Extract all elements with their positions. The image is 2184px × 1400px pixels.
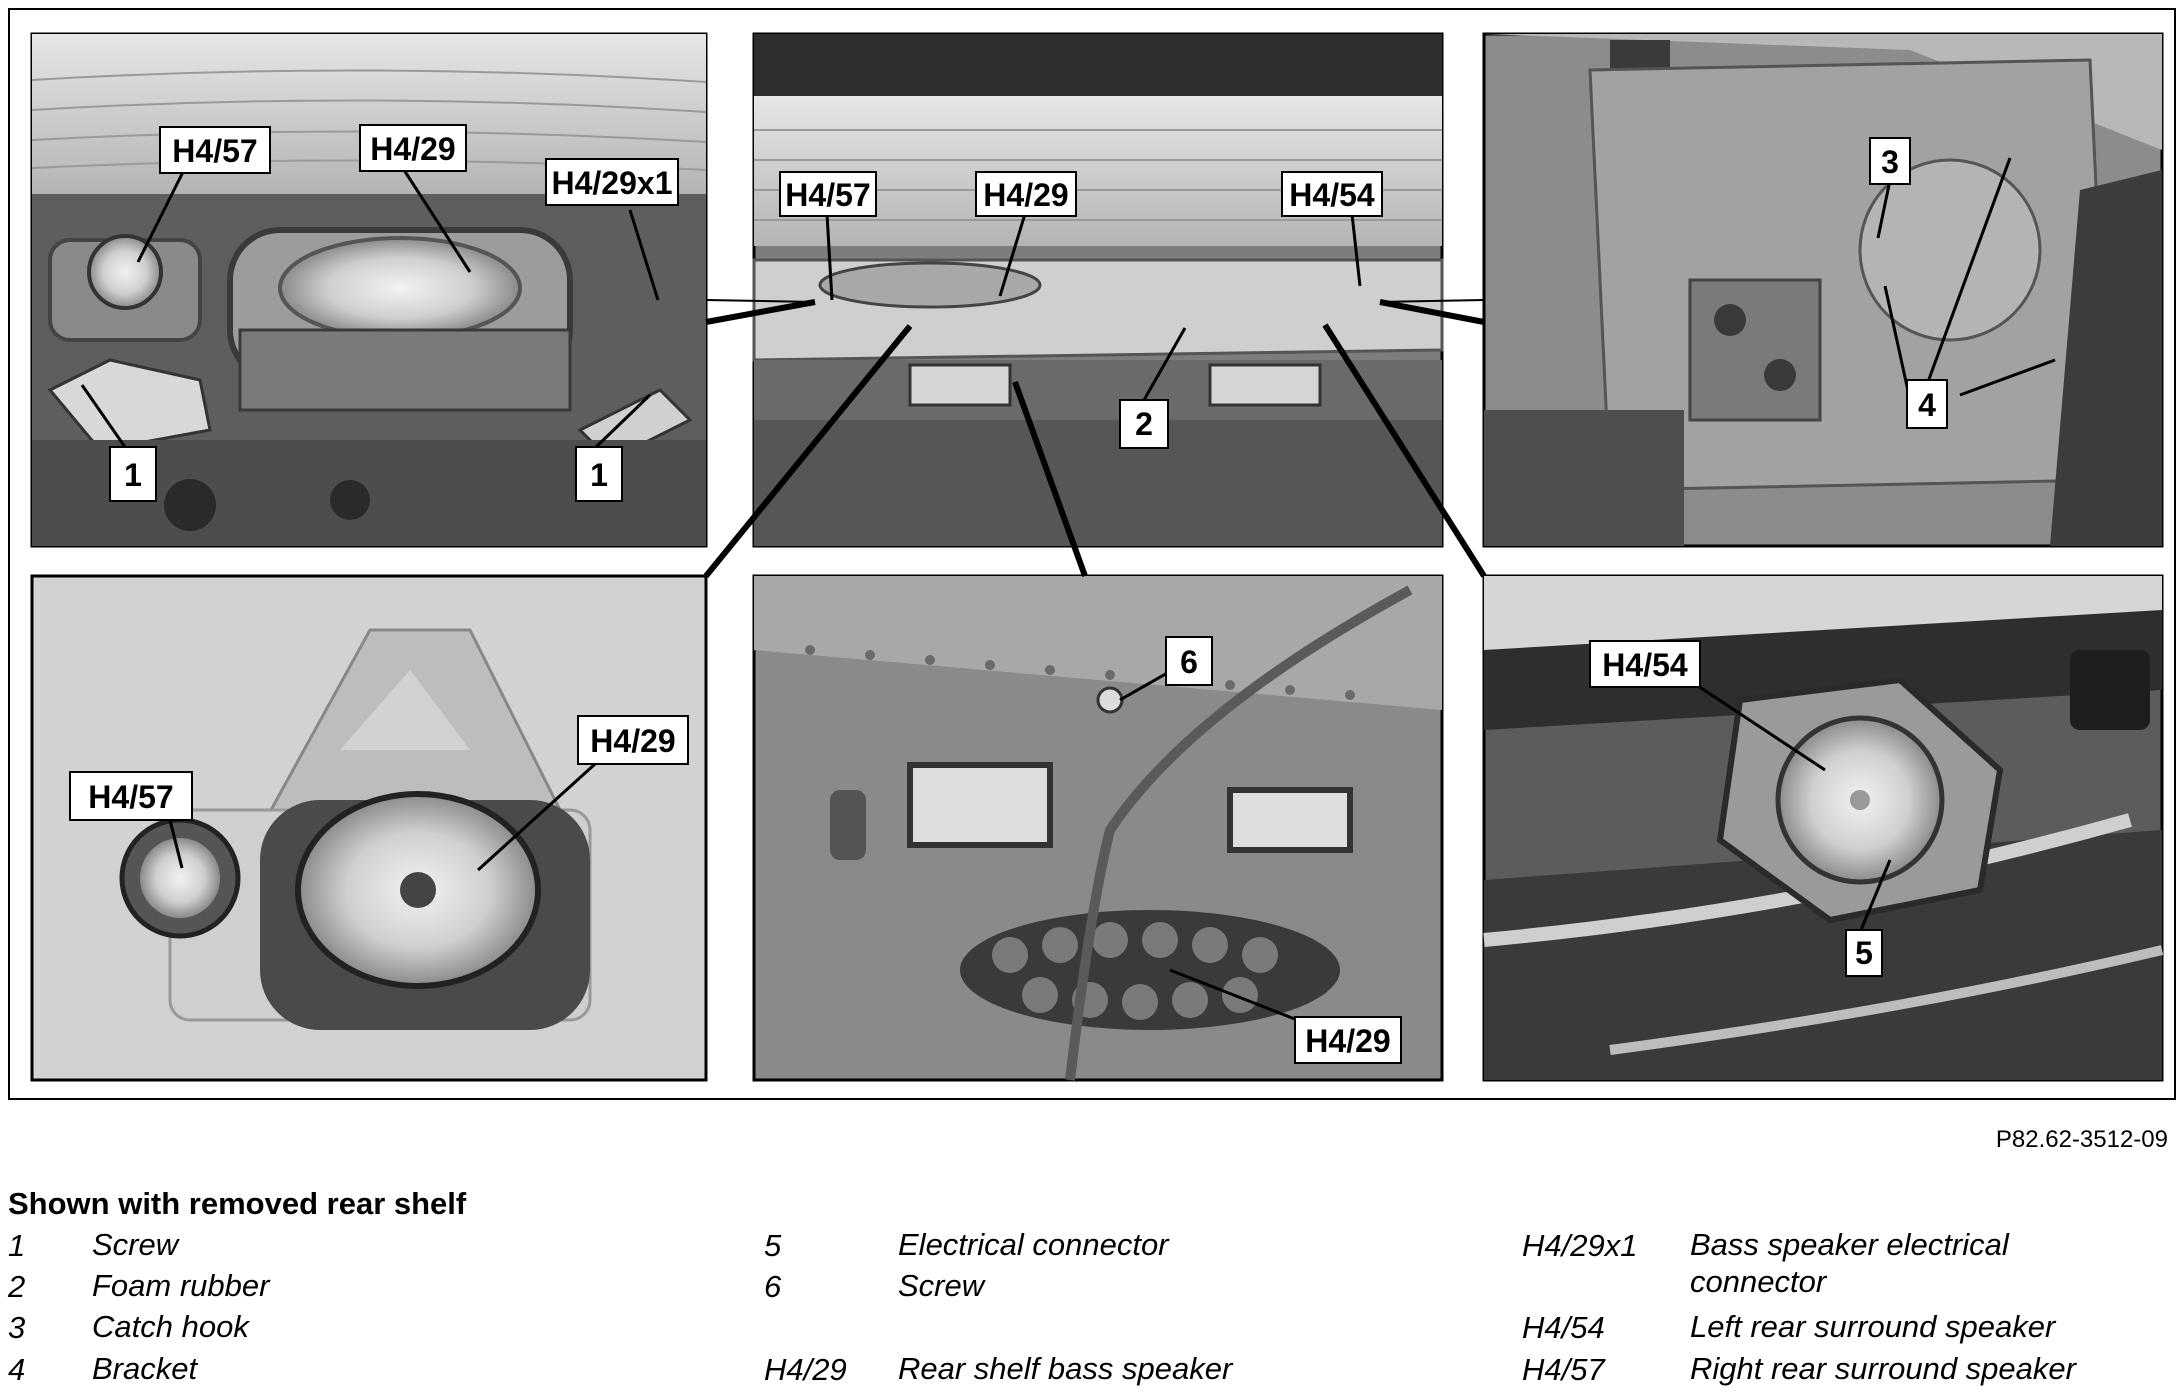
- legend-key: 2: [8, 1269, 26, 1304]
- callout-h4-57-bottom-left: H4/57: [88, 779, 173, 815]
- callout-boxes: [69, 124, 1948, 1064]
- figure-frame: H4/57 H4/29 H4/29x1 H4/57 H4/29 H4/54 1 …: [8, 8, 2176, 1100]
- callout-h4-54-top-middle: H4/54: [1289, 177, 1375, 213]
- connector-lines: [703, 299, 1487, 578]
- legend-key: 3: [8, 1310, 26, 1345]
- photo-panel-top-right: [1482, 32, 2164, 548]
- callout-1-left: 1: [124, 457, 142, 493]
- legend-key: 6: [764, 1269, 782, 1304]
- callout-1-right: 1: [590, 457, 608, 493]
- leader-lines: [80, 157, 2056, 1027]
- legend-desc: Catch hook: [92, 1309, 249, 1344]
- figure-svg: H4/57 H4/29 H4/29x1 H4/57 H4/29 H4/54 1 …: [30, 32, 2164, 1082]
- callout-h4-29-bottom-middle: H4/29: [1305, 1023, 1390, 1059]
- photo-panel-bottom-middle: [752, 574, 1444, 1082]
- legend-desc: Right rear surround speaker: [1690, 1351, 2076, 1386]
- legend-key: 4: [8, 1352, 26, 1387]
- legend-desc: Bass speaker electrical connector: [1690, 1227, 2009, 1299]
- callout-3: 3: [1881, 144, 1899, 180]
- callout-h4-29x1: H4/29x1: [552, 165, 673, 201]
- legend-key: H4/54: [1522, 1310, 1605, 1345]
- callout-labels: H4/57 H4/29 H4/29x1 H4/57 H4/29 H4/54 1 …: [88, 131, 1936, 1059]
- legend-key: H4/57: [1522, 1352, 1605, 1387]
- callout-5: 5: [1855, 935, 1873, 971]
- legend-key: H4/29: [764, 1352, 847, 1387]
- photo-panel-bottom-right: [1482, 574, 2164, 1082]
- legend-key: 1: [8, 1228, 26, 1263]
- callout-4: 4: [1918, 387, 1936, 423]
- callout-h4-57-top-left: H4/57: [172, 133, 257, 169]
- photo-panel-bottom-left: [30, 574, 708, 1082]
- legend-desc: Foam rubber: [92, 1268, 270, 1303]
- callout-h4-57-top-middle: H4/57: [785, 177, 870, 213]
- photo-panel-top-middle: [752, 32, 1444, 548]
- legend-title: Shown with removed rear shelf: [8, 1186, 467, 1221]
- legend-desc: Electrical connector: [898, 1227, 1169, 1262]
- callout-6: 6: [1180, 644, 1198, 680]
- legend-desc: Rear shelf bass speaker: [898, 1351, 1233, 1386]
- legend-key: 5: [764, 1228, 782, 1263]
- legend-key: H4/29x1: [1522, 1228, 1638, 1263]
- legend-desc: Left rear surround speaker: [1690, 1309, 2056, 1344]
- callout-h4-54-bottom-right: H4/54: [1602, 647, 1688, 683]
- callout-h4-29-top-left: H4/29: [370, 131, 455, 167]
- legend-desc: Screw: [898, 1268, 985, 1303]
- legend-desc: Bracket: [92, 1351, 198, 1386]
- callout-2: 2: [1135, 406, 1153, 442]
- legend-desc: Screw: [92, 1227, 179, 1262]
- callout-h4-29-bottom-left: H4/29: [590, 723, 675, 759]
- figure-code: P82.62-3512-09: [1995, 1126, 2168, 1153]
- callout-h4-29-top-middle: H4/29: [983, 177, 1068, 213]
